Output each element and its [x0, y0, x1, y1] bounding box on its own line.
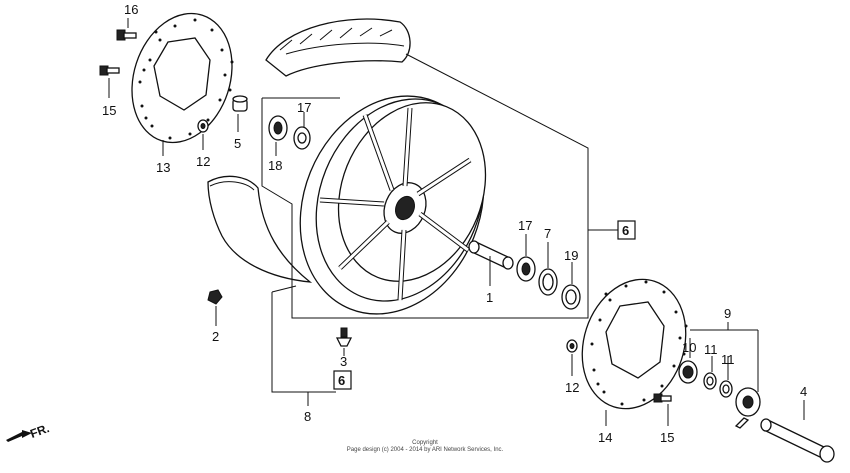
- axle-4[interactable]: [760, 418, 835, 463]
- callout-4: 4: [800, 384, 807, 399]
- bearing-18[interactable]: [268, 115, 288, 141]
- washer-12-right[interactable]: [566, 339, 578, 353]
- fender-guard-8[interactable]: [207, 175, 313, 283]
- dust-seal-17-left[interactable]: [293, 126, 311, 150]
- bolt-15-left[interactable]: [99, 65, 120, 76]
- footer-copyright: Copyright: [412, 440, 438, 446]
- distance-collar-1[interactable]: [468, 240, 514, 270]
- brake-disc-left[interactable]: [116, 0, 248, 155]
- leader-lines: [108, 18, 805, 426]
- callout-3: 3: [340, 354, 347, 369]
- bolt-15-right[interactable]: [653, 393, 672, 403]
- callout-13: 13: [156, 160, 170, 175]
- bearing-17-right[interactable]: [516, 256, 536, 282]
- retainer-7[interactable]: [538, 268, 558, 296]
- callout-labels: 16 15 13 12 5 17 18 2 3 1 17 7 19 12 14 …: [102, 2, 807, 445]
- callout-12-left: 12: [196, 154, 210, 169]
- nut-2[interactable]: [207, 289, 223, 305]
- callout-6-box-lower: 6: [338, 373, 345, 388]
- footer-page-design: Page design (c) 2004 - 2014 by ARI Netwo…: [346, 447, 504, 453]
- valve-3[interactable]: [335, 327, 353, 347]
- callout-18: 18: [268, 158, 282, 173]
- dust-seal-19[interactable]: [561, 284, 581, 310]
- collar-5[interactable]: [232, 95, 248, 112]
- gearbox-9[interactable]: [734, 387, 761, 429]
- washer-12-left[interactable]: [197, 119, 209, 133]
- callout-9: 9: [724, 306, 731, 321]
- callout-16: 16: [124, 2, 138, 17]
- tire-section[interactable]: [265, 18, 411, 77]
- callout-5: 5: [234, 136, 241, 151]
- callout-11a: 11: [704, 342, 718, 357]
- washer-11a[interactable]: [703, 372, 717, 390]
- callout-7: 7: [544, 226, 551, 241]
- gear-10[interactable]: [678, 360, 698, 384]
- callout-19: 19: [564, 248, 578, 263]
- callout-2: 2: [212, 329, 219, 344]
- callout-17-right: 17: [518, 218, 532, 233]
- callout-15-right: 15: [660, 430, 674, 445]
- callout-12-right: 12: [565, 380, 579, 395]
- callout-17-left: 17: [297, 100, 311, 115]
- wheel-rim[interactable]: [268, 68, 515, 342]
- brake-disc-right[interactable]: [566, 266, 702, 422]
- callout-10: 10: [682, 340, 696, 355]
- callout-15-left: 15: [102, 103, 116, 118]
- front-arrow-icon: [6, 430, 32, 442]
- callout-11b: 11: [721, 352, 735, 367]
- callout-1: 1: [486, 290, 493, 305]
- callout-6-box-right: 6: [622, 223, 629, 238]
- washer-11b[interactable]: [719, 380, 733, 398]
- callout-14: 14: [598, 430, 612, 445]
- bolt-16[interactable]: [116, 29, 137, 41]
- callout-8: 8: [304, 409, 311, 424]
